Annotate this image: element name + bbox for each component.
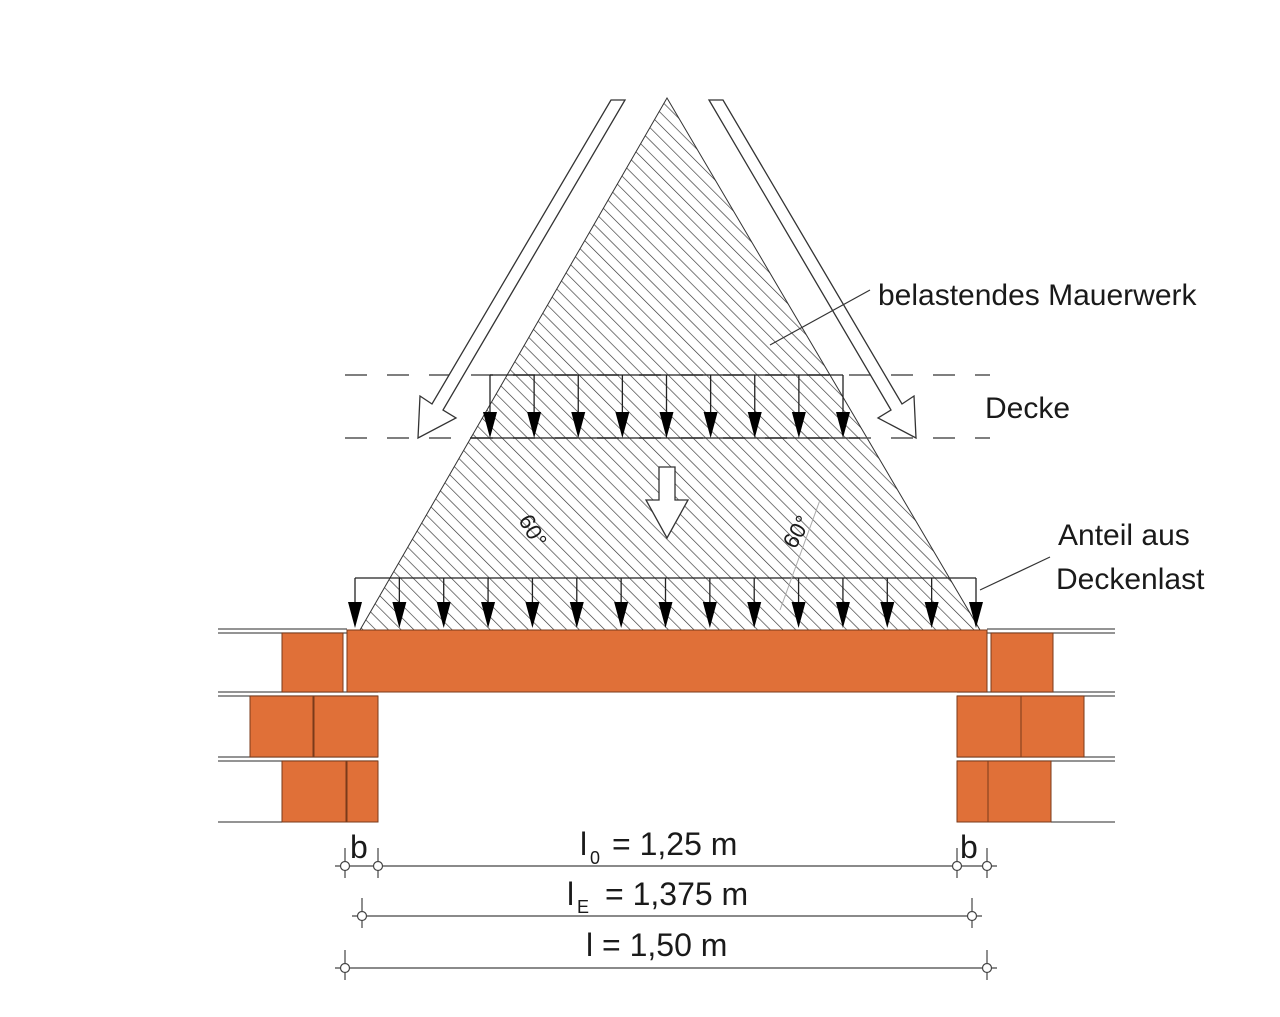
le-value: = 1,375 m [605, 876, 748, 912]
lintel-load-arrow [747, 578, 762, 628]
right-wall-bricks [956, 632, 1085, 823]
l-value: l = 1,50 m [586, 927, 727, 963]
dimension-tick [372, 848, 384, 878]
right-load-path-arrow [707, 99, 917, 440]
angle-right-leader [779, 499, 821, 611]
lintel-load-arrow [525, 578, 540, 628]
le-symbol: l [567, 876, 574, 912]
center-down-arrow [644, 466, 690, 540]
slab-load-arrow [659, 375, 674, 438]
lintel-load-arrow [791, 578, 806, 628]
l0-value: = 1,25 m [612, 826, 737, 862]
lintel-load-arrow [969, 578, 983, 628]
slab-load-arrow [791, 375, 806, 438]
lintel-load-arrow [702, 578, 717, 628]
dimension-tick [356, 898, 368, 928]
lintel-beam [346, 629, 988, 693]
load-triangle [359, 97, 981, 631]
slab-load-arrow [836, 375, 850, 438]
slab-label: Decke [985, 392, 1070, 425]
dimension-tick [966, 898, 978, 928]
lintel-load-arrow [481, 578, 496, 628]
b-left-label: b [350, 829, 368, 865]
slab-load-arrow [571, 375, 586, 438]
masonry-label: belastendes Mauerwerk [878, 279, 1198, 312]
lintel-load-arrow [614, 578, 629, 628]
slab-load-arrow [747, 375, 762, 438]
le-subscript: E [577, 897, 589, 917]
slab-load-arrow [615, 375, 630, 438]
lintel-load-arrow [924, 578, 939, 628]
left-load-path-arrow [417, 99, 627, 440]
dimension-tick [981, 848, 993, 878]
b-right-label: b [960, 829, 978, 865]
share-label-line1: Anteil aus [1058, 519, 1190, 552]
lintel-load-arrow [880, 578, 895, 628]
left-wall-bricks [249, 632, 379, 823]
slab-load-arrows [470, 374, 860, 439]
lintel-load-arrow [835, 578, 850, 628]
l0-symbol: l [580, 826, 587, 862]
lintel-load-arrow [658, 578, 673, 628]
lintel-load-arrow [348, 578, 362, 628]
slab-load-arrow [703, 375, 718, 438]
share-leader [979, 556, 1051, 591]
slab-load-arrow [527, 375, 542, 438]
dimension-lines [335, 865, 997, 969]
dimension-ticks [339, 848, 993, 980]
dimension-tick [981, 950, 993, 980]
dimension-tick [339, 950, 351, 980]
lintel-load-arrow [436, 578, 451, 628]
masonry-leader [769, 289, 871, 346]
slab-load-arrow [483, 375, 497, 438]
l0-subscript: 0 [590, 848, 600, 868]
lintel-load-arrow [569, 578, 584, 628]
dimension-tick [951, 848, 963, 878]
share-label-line2: Deckenlast [1056, 563, 1205, 596]
dimension-tick [339, 848, 351, 878]
lintel-load-arrow [392, 578, 407, 628]
lintel-load-arrows [348, 577, 983, 628]
